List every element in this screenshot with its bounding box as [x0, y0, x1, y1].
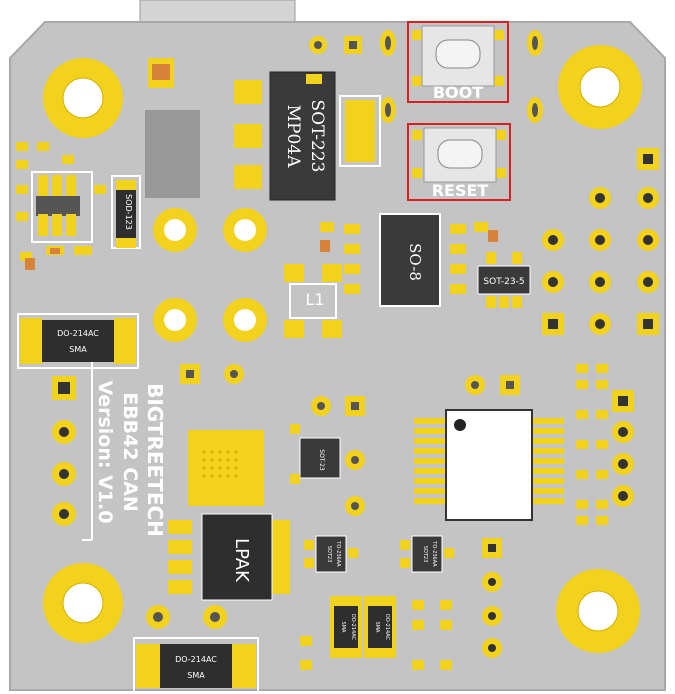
diode-small-2-part: DO-214AC — [384, 614, 390, 641]
thermal-pad — [188, 430, 264, 506]
mosfet-sot23-left: SOT23 TO-236AA — [304, 535, 358, 573]
brand-text: BIGTREETECH — [143, 383, 167, 537]
smd-pads-bottom — [300, 600, 452, 670]
chip-sot-left — [31, 171, 93, 243]
so8-label: SO-8 — [406, 243, 424, 281]
diode-small-2: SMA DO-214AC — [364, 596, 396, 658]
diode-small-1: SMA DO-214AC — [330, 596, 362, 658]
chip-main-ic — [414, 409, 564, 521]
boot-button[interactable]: BOOT — [407, 21, 509, 103]
diode-small-1-pkg: SMA — [340, 622, 346, 633]
header-left — [52, 376, 76, 526]
mosfet-sot23-right: SOT23 TO-236AA — [400, 535, 454, 573]
capacitor-orange — [148, 58, 174, 88]
small-sot-label: SOT-23 — [318, 449, 325, 471]
mounting-hole-top-left — [43, 58, 123, 138]
usb-connector — [139, 0, 296, 23]
grey-pad — [145, 110, 200, 198]
diode-left-pkg: SMA — [69, 345, 87, 354]
chip-sot23-5: SOT-23-5 — [477, 252, 531, 308]
smd-pads-regulator — [240, 74, 322, 175]
mounting-hole-bottom-left — [43, 563, 123, 643]
reset-label: RESET — [432, 181, 489, 200]
mosfet-left-part: TO-236AA — [335, 540, 341, 567]
mosfet-lpak: LPAK — [168, 513, 290, 601]
diode-bottom-part: DO-214AC — [175, 655, 217, 664]
mosfet-left-label: SOT23 — [326, 546, 332, 563]
regulator-part-label: MP04A — [283, 105, 303, 168]
version-text: Version: V1.0 — [94, 381, 116, 524]
mounting-hole-bottom-right — [556, 569, 640, 653]
inductor-label: L1 — [305, 290, 324, 309]
sod-label: SOD-123 — [124, 194, 133, 230]
regulator-pkg-label: SOT-223 — [307, 100, 327, 173]
mosfet-right-label: SOT23 — [422, 546, 428, 563]
diode-sod123: SOD-123 — [111, 175, 141, 249]
mosfet-right-part: TO-236AA — [431, 540, 437, 567]
inductor-l1: L1 — [284, 264, 342, 338]
header-right-upper — [542, 148, 659, 335]
diode-sma-bottom: DO-214AC SMA — [133, 637, 259, 693]
top-vias — [309, 30, 543, 123]
regulator-sot223: SOT-223 MP04A — [234, 71, 381, 201]
smd-pads-left — [16, 142, 106, 270]
model-text: EBB42 CAN — [119, 392, 141, 512]
power-pads — [153, 208, 267, 342]
mounting-hole-top-right — [558, 45, 642, 129]
sot23-5-label: SOT-23-5 — [483, 277, 524, 287]
diode-small-2-pkg: SMA — [374, 622, 380, 633]
chip-sot-small: SOT-23 — [290, 424, 341, 484]
header-bottom-center — [482, 538, 502, 658]
diode-bottom-pkg: SMA — [187, 671, 205, 680]
vias-bottom-left — [146, 605, 227, 629]
boot-label: BOOT — [433, 83, 483, 102]
chip-so8: SO-8 — [344, 213, 466, 307]
smd-pads-so8 — [320, 222, 498, 252]
diode-left-part: DO-214AC — [57, 329, 99, 338]
vias-center-2 — [311, 375, 520, 516]
reset-button[interactable]: RESET — [407, 123, 511, 201]
lpak-label: LPAK — [231, 538, 252, 583]
vias-center — [180, 364, 244, 384]
smd-pads-right-column — [576, 364, 608, 525]
header-right-lower — [612, 390, 634, 507]
diode-sma-left: DO-214AC SMA — [17, 313, 139, 369]
diode-small-1-part: DO-214AC — [350, 614, 356, 641]
